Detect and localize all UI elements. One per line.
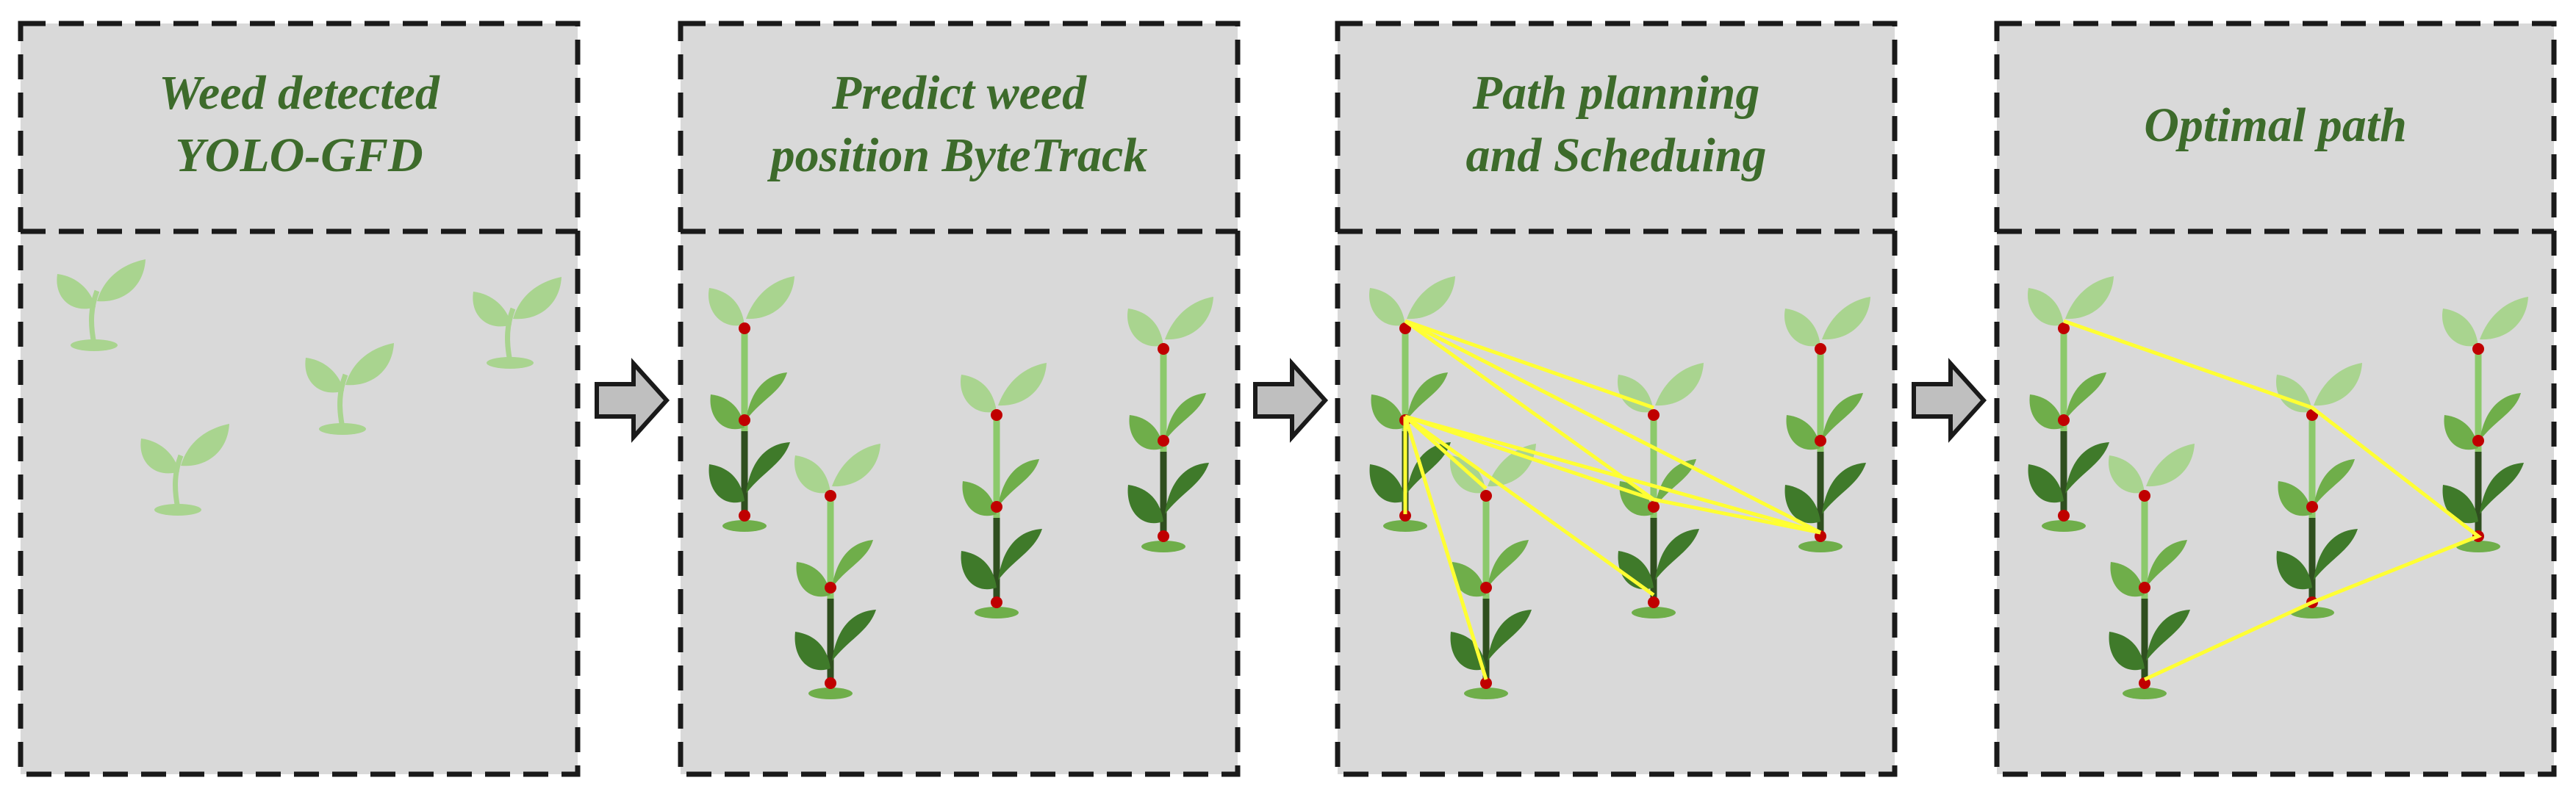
panel-planning: Path planning and Scheduing	[1335, 21, 1898, 777]
right-arrow-icon	[1255, 364, 1325, 437]
panel-optimal-title: Optimal path	[2144, 98, 2407, 152]
right-arrow-icon	[1914, 364, 1984, 437]
panel-predict-title-line-1: Predict weed	[831, 66, 1087, 120]
panel-detect-title-line-1: Weed detected	[159, 66, 440, 120]
candidate-paths	[1403, 319, 1822, 680]
panel-planning-title-line-1: Path planning	[1472, 66, 1760, 120]
panel-predict-title-line-2: position ByteTrack	[767, 129, 1148, 182]
panel-planning-title-line-2: and Scheduing	[1466, 129, 1767, 182]
panel-predict: Predict weed position ByteTrack	[678, 21, 1241, 777]
optimal-path-line	[2063, 319, 2482, 682]
right-arrow-icon	[597, 364, 667, 437]
panel-detect-title-line-2: YOLO-GFD	[175, 129, 423, 182]
panel-optimal: Optimal path	[1994, 21, 2557, 777]
panel-detect: Weed detected YOLO-GFD	[18, 21, 581, 777]
